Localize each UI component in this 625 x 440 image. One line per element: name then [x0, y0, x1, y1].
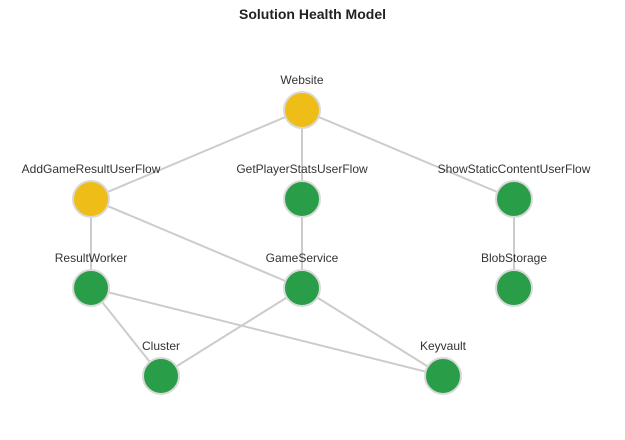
edge-gameservice-cluster: [160, 287, 303, 377]
node-label-getplayer: GetPlayerStatsUserFlow: [236, 162, 368, 176]
node-label-resultworker: ResultWorker: [55, 251, 127, 265]
node-website[interactable]: Website: [280, 73, 324, 129]
node-label-website: Website: [280, 73, 323, 87]
node-getplayer[interactable]: GetPlayerStatsUserFlow: [236, 162, 368, 218]
node-label-addgame: AddGameResultUserFlow: [22, 162, 161, 176]
node-blobstorage[interactable]: BlobStorage: [481, 251, 547, 307]
node-circle-getplayer[interactable]: [283, 180, 321, 218]
node-label-cluster: Cluster: [142, 339, 180, 353]
edge-website-showstatic: [301, 109, 515, 200]
node-cluster[interactable]: Cluster: [142, 339, 180, 395]
edge-website-addgame: [90, 109, 303, 200]
node-gameservice[interactable]: GameService: [266, 251, 339, 307]
node-circle-gameservice[interactable]: [283, 269, 321, 307]
node-keyvault[interactable]: Keyvault: [420, 339, 467, 395]
node-circle-website[interactable]: [283, 91, 321, 129]
edge-gameservice-keyvault: [301, 287, 444, 377]
edge-addgame-gameservice: [90, 198, 303, 289]
node-circle-addgame[interactable]: [72, 180, 110, 218]
edges-layer: [90, 109, 515, 377]
node-label-gameservice: GameService: [266, 251, 339, 265]
node-circle-keyvault[interactable]: [424, 357, 462, 395]
node-label-keyvault: Keyvault: [420, 339, 467, 353]
node-circle-blobstorage[interactable]: [495, 269, 533, 307]
node-label-showstatic: ShowStaticContentUserFlow: [438, 162, 591, 176]
edge-resultworker-keyvault: [90, 287, 444, 377]
node-addgame[interactable]: AddGameResultUserFlow: [22, 162, 161, 218]
node-showstatic[interactable]: ShowStaticContentUserFlow: [438, 162, 591, 218]
node-circle-showstatic[interactable]: [495, 180, 533, 218]
node-circle-resultworker[interactable]: [72, 269, 110, 307]
node-resultworker[interactable]: ResultWorker: [55, 251, 127, 307]
node-circle-cluster[interactable]: [142, 357, 180, 395]
node-label-blobstorage: BlobStorage: [481, 251, 547, 265]
page-title: Solution Health Model: [239, 6, 386, 22]
